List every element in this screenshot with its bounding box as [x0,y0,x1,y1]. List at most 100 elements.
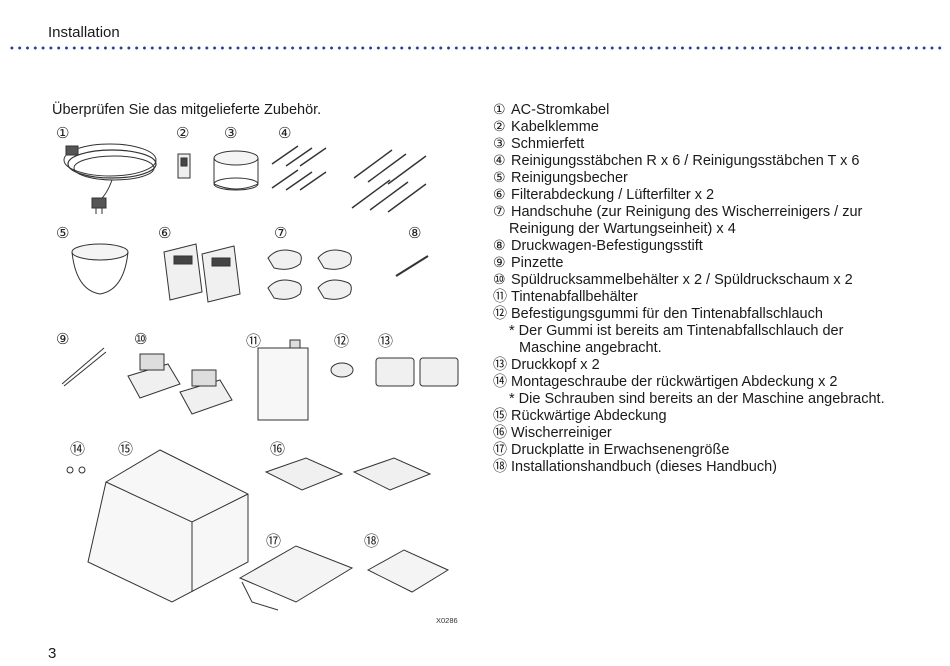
label-8: ⑧ [408,224,422,242]
list-item: ④ Reinigungsstäbchen R x 6 / Reinigungsst… [493,153,938,170]
item-note: * Der Gummi ist bereits am Tintenabfalls… [509,323,844,339]
manual-drawing [366,549,450,593]
item-number: ② [493,119,506,135]
list-item: ⑦ Handschuhe (zur Reinigung des Wischerre… [493,204,938,221]
item-text: Schmierfett [511,136,585,152]
label-3: ③ [224,124,238,142]
print-heads-drawing [375,357,459,387]
item-text: Kabelklemme [511,119,599,135]
label-12: ⑫ [334,332,350,350]
label-2: ② [176,124,190,142]
item-number: ⑱ [493,459,507,475]
item-text: Befestigungsgummi für den Tintenabfallsc… [511,306,823,322]
label-10: ⑩ [134,330,148,348]
power-cable-drawing [63,143,157,214]
label-13: ⑬ [378,332,394,350]
filter-covers-drawing [163,243,241,303]
list-item: ⑧ Druckwagen-Befestigungsstift [493,238,938,255]
accessory-list: ① AC-Stromkabel ② Kabelklemme ③ Schmierfett… [493,102,938,476]
item-note: * Die Schrauben sind bereits an der Masc… [509,391,885,407]
item-text: Handschuhe (zur Reinigung des Wischerrei… [511,204,863,220]
cable-clamp-drawing [177,153,191,179]
flushing-boxes-drawing [127,353,233,415]
label-11: ⑪ [246,332,262,350]
list-item: ⑤ Reinigungsbecher [493,170,938,187]
item-number: ⑦ [493,204,506,220]
item-text: Montageschraube der rückwärtigen Abdecku… [511,374,838,390]
section-title: Installation [48,24,120,41]
item-text: Tintenabfallbehälter [511,289,638,305]
item-number: ⑪ [493,289,507,305]
label-4: ④ [278,124,292,142]
list-item: ③ Schmierfett [493,136,938,153]
label-17: ⑰ [266,532,282,550]
label-15: ⑮ [118,440,134,458]
label-1: ① [56,124,70,142]
rubber-drawing [330,362,354,378]
figure-code: X0286 [436,616,458,625]
item-note-continuation: Maschine angebracht. [519,340,662,356]
list-item: ② Kabelklemme [493,119,938,136]
screws-drawing [66,466,86,474]
item-number: ⑨ [493,255,506,271]
list-item: ⑨ Pinzette [493,255,938,272]
item-number: ⑩ [493,272,506,288]
intro-text: Überprüfen Sie das mitgelieferte Zubehör… [52,102,322,118]
item-number: ① [493,102,506,118]
item-text: Installationshandbuch (dieses Handbuch) [511,459,778,475]
item-text: Rückwärtige Abdeckung [511,408,667,424]
item-text: Druckwagen-Befestigungsstift [511,238,703,254]
platen-drawing [238,545,354,611]
item-number: ③ [493,136,506,152]
item-text: Spüldrucksammelbehälter x 2 / Spüldrucks… [511,272,853,288]
swabs-drawing [271,145,427,213]
grease-drawing [213,150,259,191]
label-6: ⑥ [158,224,172,242]
item-text: Pinzette [511,255,564,271]
item-text: Filterabdeckung / Lüfterfilter x 2 [511,187,715,203]
item-number: ⑫ [493,306,507,322]
item-text: Druckkopf x 2 [511,357,600,373]
item-number: ⑭ [493,374,507,390]
item-number: ⑧ [493,238,506,254]
item-number: ⑬ [493,357,507,373]
waste-tank-drawing [257,339,309,421]
label-18: ⑱ [364,532,380,550]
label-16: ⑯ [270,440,286,458]
cleaning-cup-drawing [71,243,129,295]
carriage-pin-drawing [395,255,429,277]
item-text: Reinigungsstäbchen R x 6 / Reinigungsstä… [511,153,860,169]
item-number: ⑤ [493,170,506,186]
dotted-divider [8,46,942,50]
label-9: ⑨ [56,330,70,348]
item-text: Druckplatte in Erwachsenengröße [511,442,730,458]
item-number: ④ [493,153,506,169]
list-item: ① AC-Stromkabel [493,102,938,119]
gloves-drawing [267,249,352,300]
item-text: AC-Stromkabel [511,102,610,118]
list-item: ⑩ Spüldrucksammelbehälter x 2 / Spüldruck… [493,272,938,289]
item-number: ⑮ [493,408,507,424]
label-7: ⑦ [274,224,288,242]
page-number: 3 [48,645,57,662]
item-text: Reinigungsbecher [511,170,628,186]
item-text: Wischerreiniger [511,425,612,441]
label-5: ⑤ [56,224,70,242]
accessory-illustration: ① ② ③ ④ ⑤ ⑥ ⑦ ⑧ ⑨ ⑩ ⑪ ⑫ ⑬ ⑭ ⑮ ⑯ ⑰ ⑱ [52,122,472,632]
item-number: ⑯ [493,425,507,441]
label-14: ⑭ [70,440,86,458]
item-number: ⑰ [493,442,507,458]
item-continuation: Reinigung der Wartungseinheit) x 4 [509,221,736,237]
wiper-cleaners-drawing [264,457,432,491]
item-number: ⑥ [493,187,506,203]
tweezers-drawing [61,347,107,387]
list-item: ⑥ Filterabdeckung / Lüfterfilter x 2 [493,187,938,204]
